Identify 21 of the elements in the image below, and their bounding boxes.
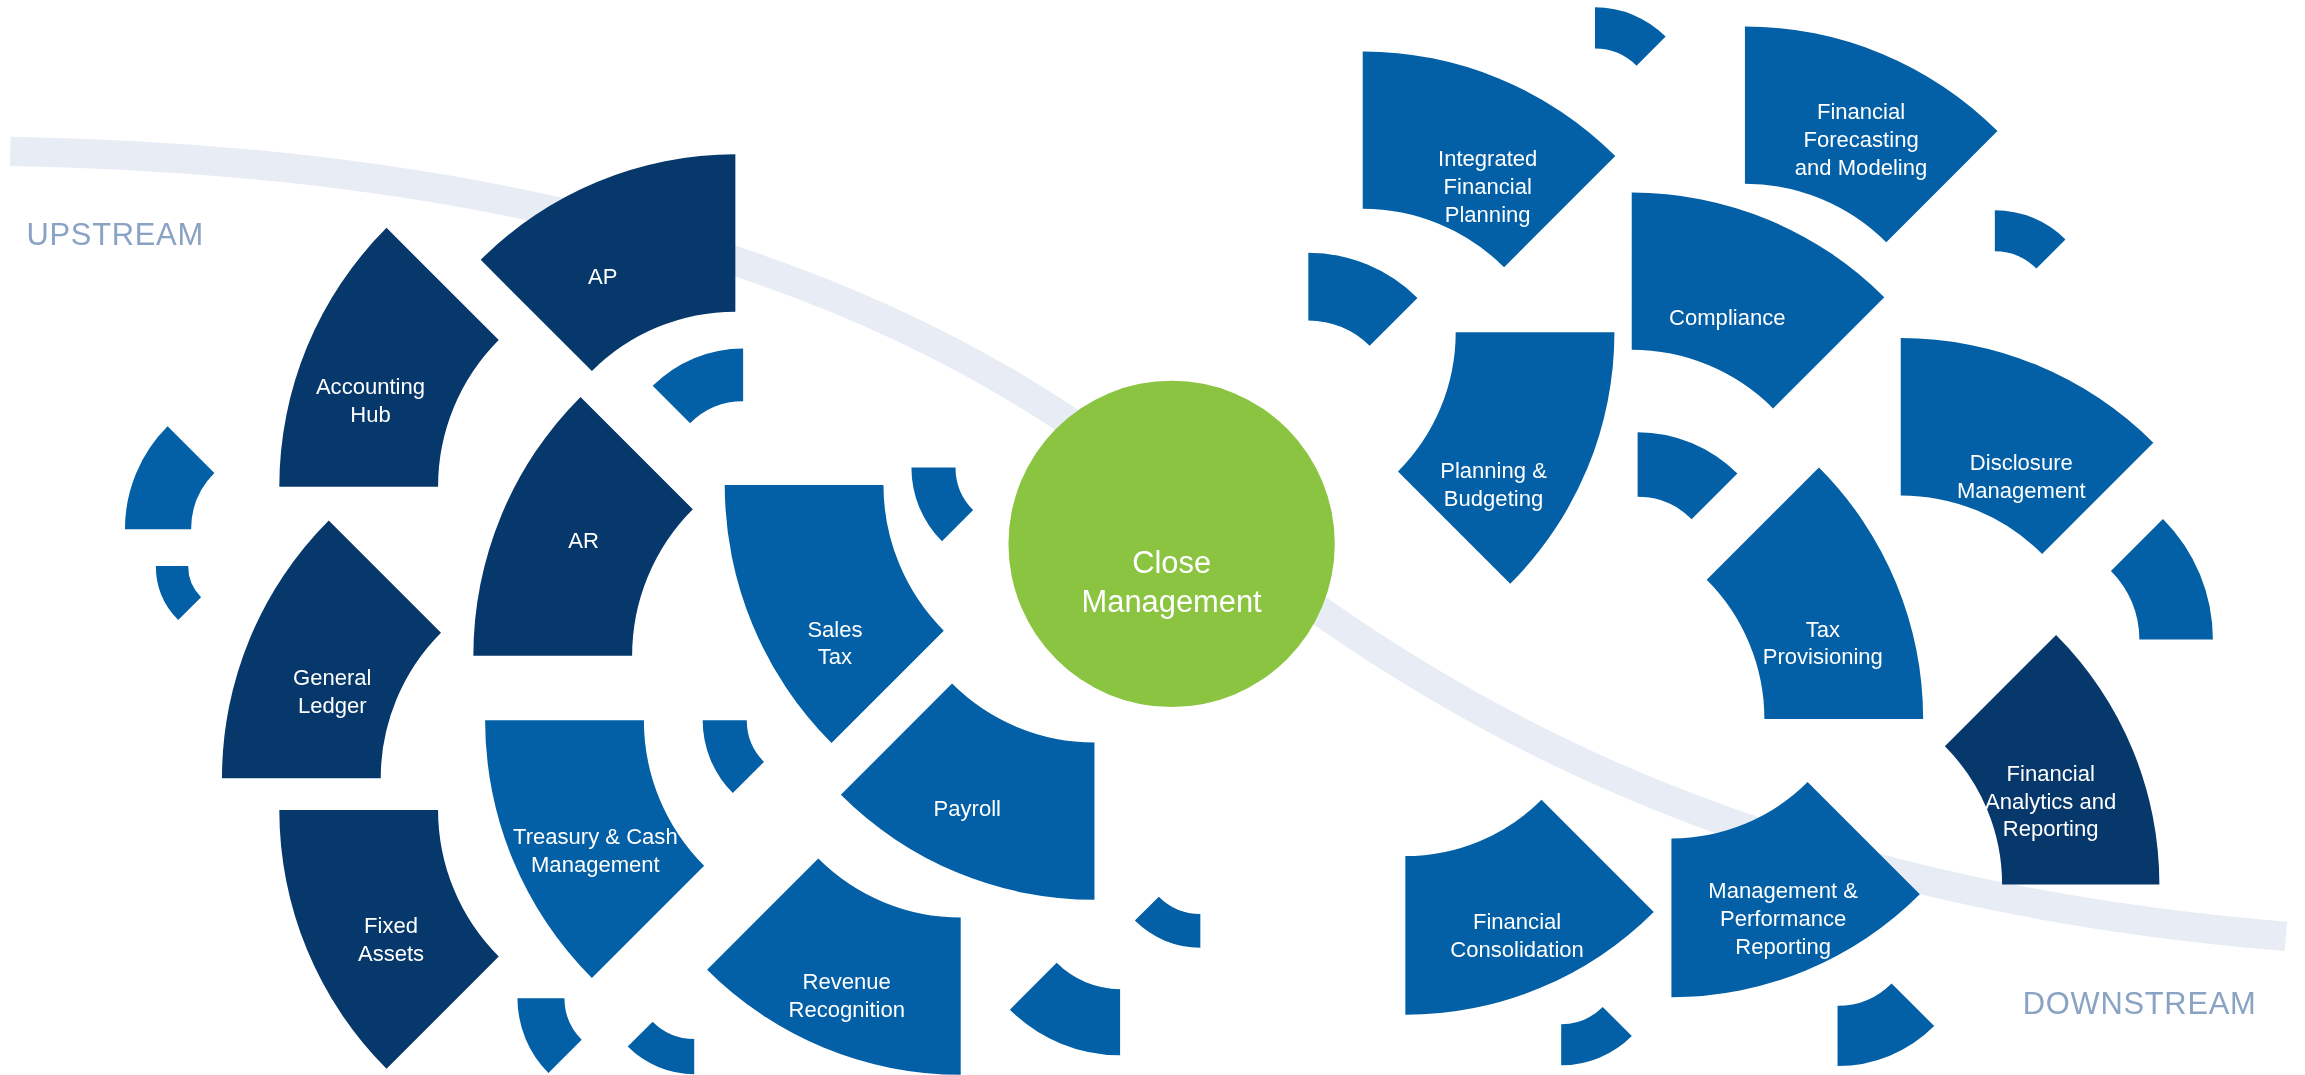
segment-label: Fixed Assets bbox=[356, 911, 426, 968]
stream-label: DOWNSTREAM bbox=[2022, 986, 2257, 1022]
segment-label: Payroll bbox=[932, 794, 1002, 822]
segment-label: Integrated Financial Planning bbox=[1437, 144, 1539, 228]
segment-label: Financial Forecasting and Modeling bbox=[1793, 97, 1929, 181]
segment-label: General Ledger bbox=[292, 663, 373, 719]
segment-label: AP bbox=[586, 262, 619, 290]
stream-label: UPSTREAM bbox=[26, 217, 204, 253]
segment-label: Sales Tax bbox=[806, 614, 864, 671]
segment-label: Disclosure Management bbox=[1955, 448, 2087, 505]
segment-label: Financial Consolidation bbox=[1449, 907, 1585, 963]
segment-label: Revenue Recognition bbox=[787, 967, 906, 1024]
center-label: Close Management bbox=[1080, 544, 1263, 621]
segment-label: Accounting Hub bbox=[314, 372, 426, 428]
segment-label: Planning & Budgeting bbox=[1439, 456, 1548, 512]
segment-label: Treasury & Cash Management bbox=[512, 822, 679, 878]
segment-label: Financial Analytics and Reporting bbox=[1984, 759, 2118, 843]
segment-label: AR bbox=[567, 526, 600, 555]
segment-label: Tax Provisioning bbox=[1761, 614, 1884, 671]
segment-label: Management & Performance Reporting bbox=[1707, 876, 1859, 960]
segment-label: Compliance bbox=[1668, 303, 1787, 331]
